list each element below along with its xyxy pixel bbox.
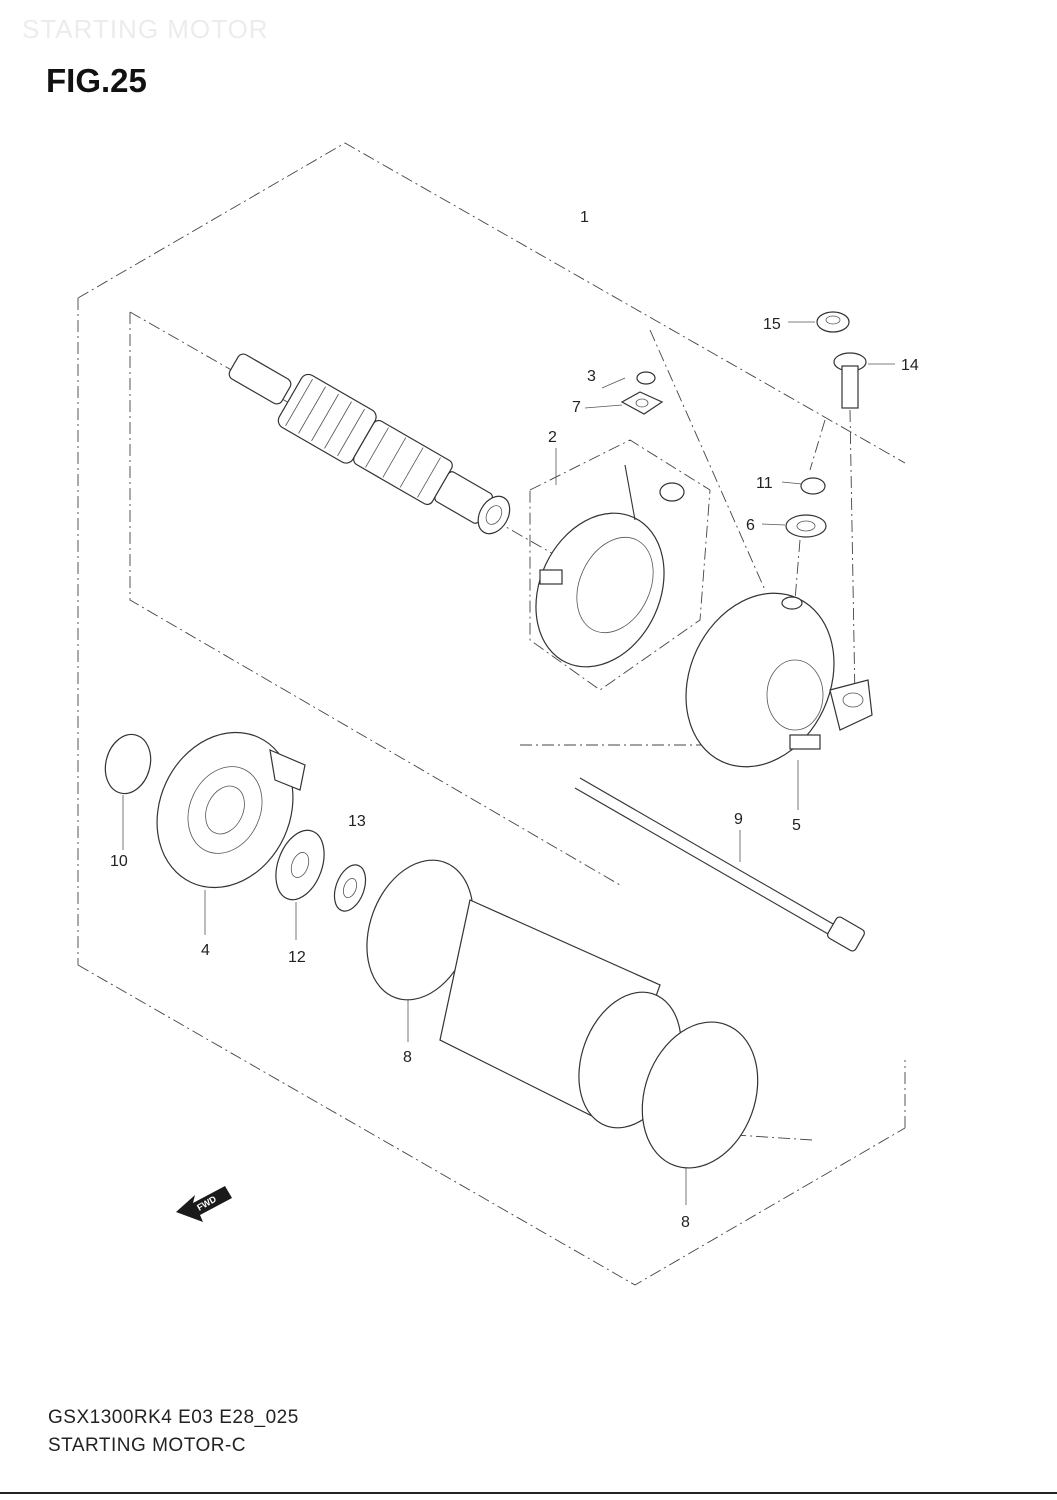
callout-10: 10 <box>110 853 128 870</box>
callout-2: 2 <box>548 429 557 446</box>
yoke-part <box>366 859 759 1169</box>
callout-6: 6 <box>746 517 755 534</box>
callout-15: 15 <box>763 316 781 333</box>
end-cover-part <box>685 592 873 768</box>
front-housing-part <box>104 731 306 889</box>
callout-8-upper: 8 <box>403 1049 412 1066</box>
callout-5: 5 <box>792 817 801 834</box>
callout-numbers: 1 2 3 7 15 14 11 6 5 9 13 10 4 12 8 8 <box>110 209 919 1231</box>
callout-11: 11 <box>756 475 773 492</box>
fastener-parts <box>785 311 867 701</box>
through-bolt-part <box>574 777 865 952</box>
figure-label: FIG.25 <box>46 62 147 99</box>
fwd-arrow-icon: FWD <box>176 1186 232 1222</box>
brush-holder-part <box>529 439 711 691</box>
small-parts-3-7 <box>620 371 664 415</box>
callout-3: 3 <box>587 368 596 385</box>
callout-7: 7 <box>572 399 581 416</box>
watermark-title: STARTING MOTOR <box>22 14 269 44</box>
callout-9: 9 <box>734 811 743 828</box>
armature-part <box>228 353 511 535</box>
washer-parts <box>275 829 367 912</box>
diagram-name: STARTING MOTOR-C <box>48 1435 246 1456</box>
callout-12: 12 <box>288 949 306 966</box>
callout-4: 4 <box>201 942 210 959</box>
callout-1: 1 <box>580 209 589 226</box>
leader-lines <box>122 321 895 1205</box>
bottom-divider <box>0 1492 1057 1494</box>
callout-8-lower: 8 <box>681 1214 690 1231</box>
callout-14: 14 <box>901 357 919 374</box>
callout-13: 13 <box>348 813 366 830</box>
diagram-code: GSX1300RK4 E03 E28_025 <box>48 1407 299 1428</box>
